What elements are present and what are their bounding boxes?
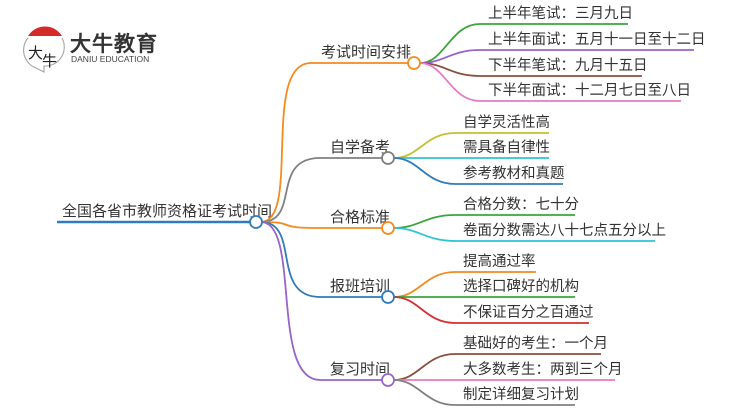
leaf-connector	[393, 379, 575, 406]
brand-logo: 大 牛 大牛教育 DANIU EDUCATION	[22, 24, 182, 74]
leaf-topic[interactable]: 不保证百分之百通过	[463, 304, 594, 321]
root-collapse-toggle[interactable]	[249, 215, 263, 229]
leaf-topic[interactable]: 上半年笔试：三月九日	[488, 5, 633, 22]
leaf-topic[interactable]: 合格分数：七十分	[463, 196, 579, 213]
leaf-connector	[419, 23, 628, 64]
leaf-connector	[393, 296, 589, 324]
leaf-connector	[393, 157, 563, 185]
leaf-topic[interactable]: 选择口碑好的机构	[463, 278, 579, 295]
branch-collapse-toggle[interactable]	[381, 221, 395, 235]
branch-collapse-toggle[interactable]	[407, 56, 421, 70]
leaf-topic[interactable]: 参考教材和真题	[463, 164, 565, 182]
branch-connector	[260, 221, 382, 381]
root-topic[interactable]: 全国各省市教师资格证考试时间	[62, 202, 272, 220]
svg-text:大: 大	[28, 44, 43, 62]
branch-topic[interactable]: 报班培训	[330, 277, 390, 295]
leaf-topic[interactable]: 需具备自律性	[463, 139, 550, 156]
leaf-topic[interactable]: 自学灵活性高	[463, 114, 550, 131]
svg-text:牛: 牛	[42, 52, 57, 70]
leaf-topic[interactable]: 上半年面试：五月十一日至十二日	[488, 31, 706, 48]
branch-1: 考试时间安排 上半年笔试：三月九日上半年面试：五月十一日至十二日下半年笔试：九月十…	[260, 5, 706, 223]
branch-collapse-toggle[interactable]	[381, 151, 395, 165]
logo-title: 大牛教育	[70, 32, 158, 56]
branch-topic[interactable]: 复习时间	[330, 360, 390, 378]
branch-connector	[260, 157, 382, 223]
leaf-topic[interactable]: 下半年面试：十二月七日至八日	[488, 82, 691, 99]
leaf-connector	[393, 353, 601, 381]
branch-topic[interactable]: 合格标准	[330, 208, 390, 226]
leaf-topic[interactable]: 大多数考生：两到三个月	[463, 361, 623, 378]
branch-topic[interactable]: 自学备考	[330, 138, 390, 156]
branch-topic[interactable]: 考试时间安排	[321, 43, 411, 61]
leaf-topic[interactable]: 下半年笔试：九月十五日	[488, 57, 648, 74]
leaf-topic[interactable]: 提高通过率	[463, 253, 536, 270]
leaf-connector	[393, 227, 655, 242]
logo-subtitle: DANIU EDUCATION	[71, 54, 150, 64]
branch-collapse-toggle[interactable]	[381, 373, 395, 387]
logo-mark-icon: 大 牛	[22, 26, 65, 73]
leaf-topic[interactable]: 制定详细复习计划	[463, 385, 579, 403]
leaf-topic[interactable]: 卷面分数需达八十七点五分以上	[463, 222, 666, 239]
branch-connector	[260, 221, 382, 229]
leaf-connector	[419, 62, 681, 102]
leaf-topic[interactable]: 基础好的考生：一个月	[463, 335, 608, 352]
branch-connector	[260, 221, 382, 298]
branch-connector	[260, 62, 408, 223]
branch-collapse-toggle[interactable]	[381, 290, 395, 304]
